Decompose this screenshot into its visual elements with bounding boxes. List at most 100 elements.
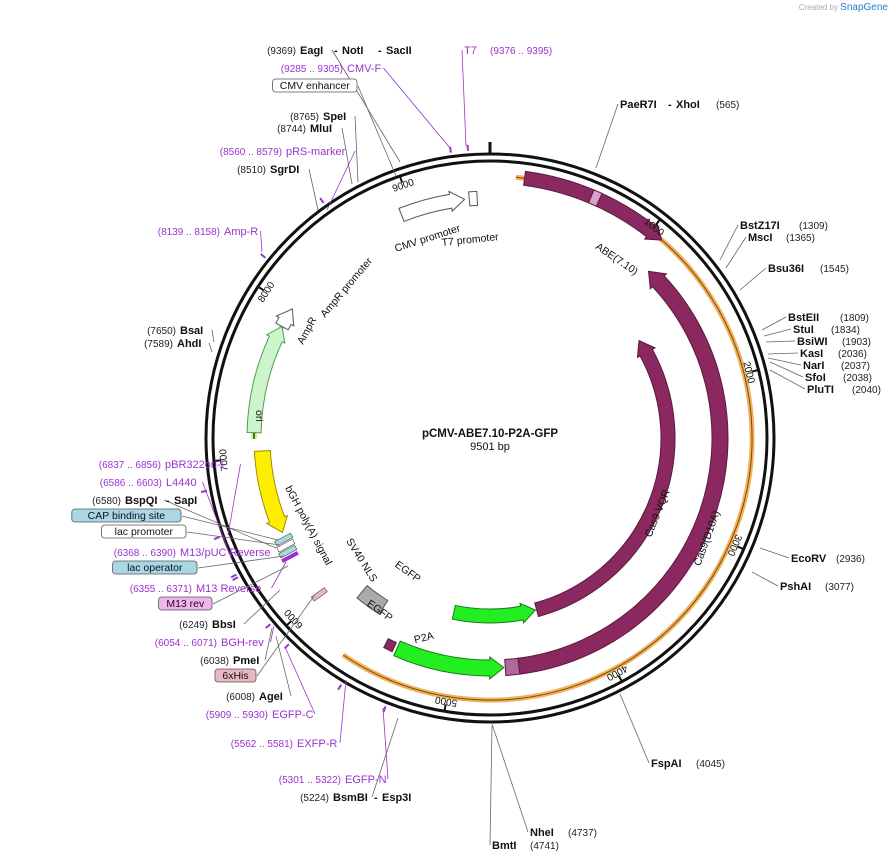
primer-mark — [283, 643, 290, 650]
tick-mark — [617, 674, 623, 683]
site-position: (1365) — [786, 233, 815, 244]
feature-sv40-nls[interactable] — [383, 638, 397, 653]
feature-tada-star[interactable] — [587, 189, 663, 241]
site-position: (2936) — [836, 554, 865, 565]
feature-badge-label: CMV enhancer — [280, 80, 351, 92]
feature-cas9-vqr[interactable] — [534, 339, 676, 618]
feature-ampr-promoter[interactable] — [275, 308, 295, 331]
feature-bgh-polya[interactable] — [356, 584, 389, 615]
site-position: (8510) — [237, 165, 266, 176]
tick-label: 2000 — [740, 360, 756, 385]
feature-p2a[interactable] — [504, 657, 521, 677]
enzyme-separator: - — [334, 45, 338, 57]
enzyme-name-alt: NotI — [342, 45, 363, 57]
leader-line — [256, 595, 315, 677]
leader-line — [284, 646, 316, 715]
leader-line — [725, 236, 747, 269]
enzyme-separator: - — [378, 45, 382, 57]
feature-ampr[interactable] — [246, 325, 286, 434]
primer-mark — [232, 576, 239, 581]
right-site-labels: T7(9376 .. 9395)PaeR7I-XhoI(565)BstZ17I(… — [464, 45, 881, 852]
primer-name: L4440 — [166, 477, 197, 489]
enzyme-name-alt: SacII — [386, 45, 412, 57]
enzyme-name: KasI — [800, 348, 823, 360]
tick-mark — [213, 459, 222, 463]
primer-position: (5301 .. 5322) — [279, 775, 341, 786]
enzyme-name: BsmBI — [333, 792, 368, 804]
primer-position: (9285 .. 9305) — [281, 64, 343, 75]
lac-operator-mark — [278, 544, 298, 559]
enzyme-name: SfoI — [805, 372, 826, 384]
site-position: (6580) — [92, 496, 121, 507]
site-position: (7650) — [147, 326, 176, 337]
enzyme-name-alt: SapI — [174, 495, 197, 507]
site-position: (4741) — [530, 841, 559, 852]
site-position: (8744) — [277, 124, 306, 135]
tick-mark — [443, 704, 447, 712]
feature-badge-label: lac promoter — [115, 526, 174, 538]
site-position: (8765) — [290, 112, 319, 123]
primer-position: (6054 .. 6071) — [155, 638, 217, 649]
leader-line — [211, 329, 215, 343]
feature-badge-label: lac operator — [127, 562, 183, 574]
leader-line — [270, 625, 275, 643]
primer-mark — [260, 253, 267, 259]
tick-label: 5000 — [434, 694, 458, 709]
leader-line — [719, 224, 739, 261]
primer-name: Amp-R — [224, 226, 258, 238]
snapgene-logo-text: SnapGene — [840, 2, 888, 13]
tick-mark — [751, 368, 759, 373]
leader-line — [212, 565, 289, 605]
leader-line — [308, 168, 319, 211]
enzyme-name: PaeR7I — [620, 99, 657, 111]
label-p2a: P2A — [413, 630, 435, 646]
tick-mark — [655, 218, 661, 226]
leader-line — [491, 723, 529, 833]
enzyme-name: PshAI — [780, 581, 811, 593]
feature-badge — [101, 524, 187, 539]
enzyme-name: Bsu36I — [768, 263, 804, 275]
leader-line — [767, 352, 799, 355]
leader-line — [227, 463, 241, 536]
credit-prefix: Created by — [798, 3, 838, 12]
enzyme-name: MluI — [310, 123, 332, 135]
primer-position: (6586 .. 6603) — [100, 478, 162, 489]
leader-line — [354, 115, 359, 183]
enzyme-name: PluTI — [807, 384, 834, 396]
site-position: (3077) — [825, 582, 854, 593]
feature-egfp-inner[interactable] — [451, 602, 537, 625]
feature-cmv-promoter[interactable] — [398, 190, 466, 223]
plasmid-length: 9501 bp — [470, 441, 510, 453]
leader-line — [275, 635, 292, 697]
enzyme-name: SgrDI — [270, 164, 299, 176]
enzyme-name: BsaI — [180, 325, 203, 337]
primer-name: M13 Reverse — [196, 583, 261, 595]
enzyme-name: AhdI — [177, 338, 201, 350]
enzyme-name: EcoRV — [791, 553, 827, 565]
leader-line — [271, 561, 287, 589]
feature-ori[interactable] — [253, 449, 289, 534]
leader-line — [769, 369, 806, 390]
leader-line — [759, 547, 790, 559]
label-sv40-nls: SV40 NLS — [343, 536, 379, 584]
site-position: (9369) — [267, 46, 296, 57]
label-t7-promoter: T7 promoter — [441, 231, 500, 249]
tick-mark — [398, 175, 404, 184]
enzyme-name: SpeI — [323, 111, 346, 123]
primer-position: (9376 .. 9395) — [490, 46, 552, 57]
leader-line — [357, 85, 397, 177]
enzyme-separator: - — [668, 99, 672, 111]
primer-position: (6355 .. 6371) — [130, 584, 192, 595]
enzyme-name: NarI — [803, 360, 824, 372]
tick-mark — [736, 545, 745, 551]
leader-line — [382, 707, 389, 780]
site-position: (2038) — [843, 373, 872, 384]
feature-egfp-outer[interactable] — [393, 640, 505, 681]
enzyme-name: BmtI — [492, 840, 516, 852]
lac-region-features — [274, 532, 328, 602]
feature-t7-promoter[interactable] — [468, 190, 479, 207]
leader-line — [186, 531, 281, 546]
leader-line — [326, 150, 356, 211]
leader-line — [202, 481, 233, 561]
